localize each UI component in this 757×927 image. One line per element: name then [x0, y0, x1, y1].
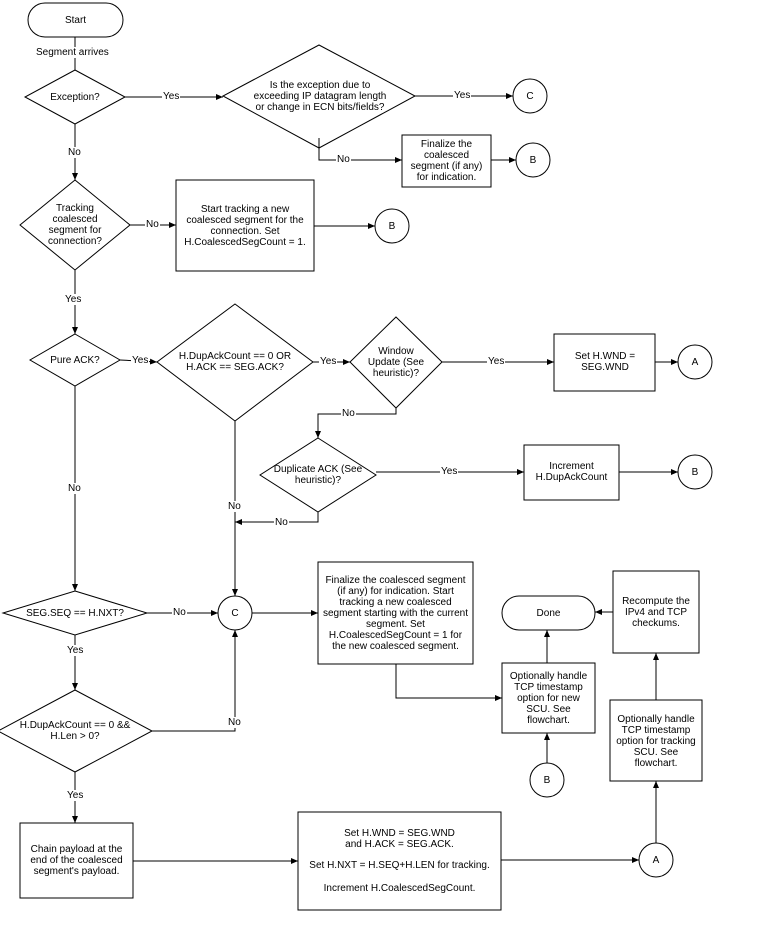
tracking-decision: Tracking coalesced segment for connectio…: [48, 203, 102, 247]
connector-c-top: C: [526, 90, 534, 102]
update-fields-line-2: Set H.NXT = H.SEQ+H.LEN for tracking.: [309, 860, 490, 871]
ts-tracking-scu-box: Optionally handle TCP timestamp option f…: [616, 713, 696, 769]
connector-a-2: A: [652, 854, 660, 866]
increment-dupack-box-shape: [523, 444, 620, 501]
chain-payload-box-shape: [19, 822, 134, 899]
start-tracking-box: Start tracking a new coalesced segment f…: [184, 204, 306, 248]
update-fields-box: Set H.WND = SEG.WND and H.ACK = SEG.ACK.…: [300, 816, 499, 906]
edge-finalize-ts-new: [395, 664, 502, 701]
label-dupack-or-ack-no: No: [227, 501, 242, 512]
label-seq-no: No: [172, 607, 187, 618]
duplicate-ack-decision: Duplicate ACK (See heuristic)?: [273, 464, 363, 486]
label-dupack-or-ack-yes: Yes: [319, 356, 338, 367]
edge-window-update-no: [315, 408, 397, 438]
label-cause-yes: Yes: [453, 90, 472, 101]
connector-b-2: B: [388, 220, 396, 232]
ts-new-scu-box: Optionally handle TCP timestamp option f…: [509, 670, 588, 726]
label-cause-no: No: [336, 154, 351, 165]
update-fields-line-1: Set H.WND = SEG.WND and H.ACK = SEG.ACK.: [344, 828, 455, 850]
label-tracking-no: No: [145, 219, 160, 230]
label-exception-no: No: [67, 147, 82, 158]
label-seq-yes: Yes: [66, 645, 85, 656]
label-pure-ack-no: No: [67, 483, 82, 494]
finalize-and-start-box: Finalize the coalesced segment (if any) …: [322, 574, 469, 652]
label-tracking-yes: Yes: [64, 294, 83, 305]
connector-b-1: B: [529, 154, 537, 166]
seq-check-decision: SEG.SEQ == H.NXT?: [26, 607, 124, 619]
label-dupack-len-no: No: [227, 717, 242, 728]
exception-cause-decision: Is the exception due to exceeding IP dat…: [253, 79, 387, 113]
label-duplicate-ack-yes: Yes: [440, 466, 459, 477]
dupack-or-ack-decision: H.DupAckCount == 0 OR H.ACK == SEG.ACK?: [178, 351, 292, 373]
edge-cause-no: [318, 138, 402, 163]
label-dupack-len-yes: Yes: [66, 790, 85, 801]
connector-b-4: B: [543, 774, 551, 786]
finalize-coalesced-box: Finalize the coalesced segment (if any) …: [410, 139, 483, 183]
set-wnd-box: Set H.WND = SEG.WND: [574, 351, 636, 373]
label-duplicate-ack-no: No: [274, 517, 289, 528]
finalize-and-start-box-shape: [317, 561, 474, 665]
connector-c-mid: C: [231, 607, 239, 619]
done-terminal: Done: [536, 607, 561, 619]
update-fields-line-3: Increment H.CoalescedSegCount.: [323, 883, 476, 894]
label-window-update-yes: Yes: [487, 356, 506, 367]
connector-a-1: A: [691, 356, 699, 368]
segment-arrives-label: Segment arrives: [35, 47, 110, 58]
increment-dupack-box: Increment H.DupAckCount: [535, 461, 608, 483]
ts-tracking-scu-box-shape: [609, 699, 703, 782]
recompute-box: Recompute the IPv4 and TCP checkums.: [622, 595, 690, 629]
label-window-update-no: No: [341, 408, 356, 419]
start-tracking-box-shape: [175, 179, 315, 272]
connector-b-3: B: [691, 466, 699, 478]
chain-payload-box: Chain payload at the end of the coalesce…: [30, 843, 123, 877]
dupack-len-decision: H.DupAckCount == 0 && H.Len > 0?: [19, 720, 131, 742]
start-terminal: Start: [64, 14, 87, 26]
update-fields-box-shape: [297, 811, 502, 911]
pure-ack-decision: Pure ACK?: [50, 354, 100, 366]
finalize-coalesced-box-shape: [401, 134, 492, 188]
label-pure-ack-yes: Yes: [131, 355, 150, 366]
edge-dupack-len-no: [152, 630, 238, 732]
window-update-decision: Window Update (See heuristic)?: [367, 345, 425, 379]
label-exception-yes: Yes: [162, 91, 181, 102]
edge-duplicate-ack-no: [235, 512, 319, 525]
ts-new-scu-box-shape: [501, 662, 596, 734]
exception-decision: Exception?: [50, 91, 100, 103]
